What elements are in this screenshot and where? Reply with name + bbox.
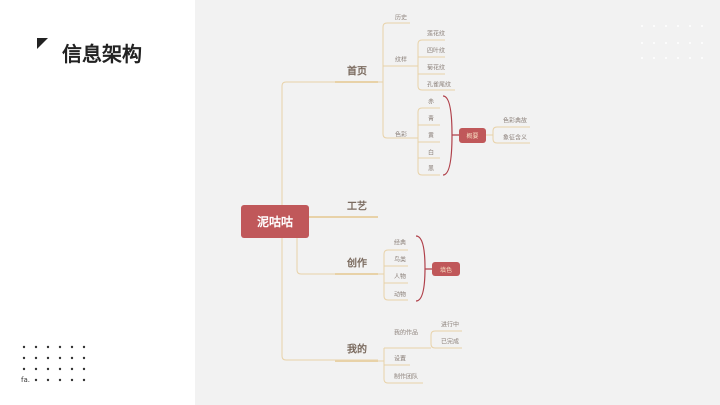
node-fill-color[interactable]: 填色 bbox=[432, 262, 460, 276]
node-mine[interactable]: 我的 bbox=[347, 344, 367, 356]
node-create-item[interactable]: 人物 bbox=[394, 273, 407, 281]
footer-mark: fa. bbox=[21, 376, 30, 384]
decor-dots-bottom bbox=[22, 345, 86, 382]
page-title: 信息架构 bbox=[62, 42, 142, 66]
node-pattern-item[interactable]: 孔雀尾纹 bbox=[427, 81, 452, 89]
node-history[interactable]: 历史 bbox=[395, 14, 408, 22]
node-team[interactable]: 制作团队 bbox=[394, 373, 419, 381]
node-color-item[interactable]: 青 bbox=[428, 115, 435, 123]
node-create-item[interactable]: 动物 bbox=[394, 291, 407, 299]
node-pattern-item[interactable]: 四叶纹 bbox=[427, 47, 446, 55]
node-pattern[interactable]: 纹样 bbox=[395, 56, 408, 64]
decor-dots bbox=[641, 25, 703, 59]
node-craft[interactable]: 工艺 bbox=[347, 201, 367, 213]
node-settings[interactable]: 设置 bbox=[394, 355, 407, 363]
node-color[interactable]: 色彩 bbox=[395, 131, 408, 139]
node-create-item[interactable]: 鸟类 bbox=[394, 256, 407, 264]
node-works-item[interactable]: 进行中 bbox=[441, 321, 460, 329]
node-color-item[interactable]: 白 bbox=[428, 149, 435, 157]
node-color-item[interactable]: 黑 bbox=[428, 165, 435, 173]
node-create[interactable]: 创作 bbox=[347, 258, 367, 270]
node-pattern-item[interactable]: 莲花纹 bbox=[427, 30, 446, 38]
node-summary-item[interactable]: 象征含义 bbox=[503, 134, 528, 142]
node-summary[interactable]: 概要 bbox=[459, 128, 486, 143]
node-color-item[interactable]: 赤 bbox=[428, 98, 435, 106]
node-home[interactable]: 首页 bbox=[347, 66, 367, 78]
node-my-works[interactable]: 我的作品 bbox=[394, 329, 419, 337]
node-works-item[interactable]: 已完成 bbox=[441, 338, 460, 346]
node-color-item[interactable]: 黄 bbox=[428, 132, 435, 140]
node-pattern-item[interactable]: 菊花纹 bbox=[427, 64, 446, 72]
node-create-item[interactable]: 经典 bbox=[394, 239, 407, 247]
title-corner-icon bbox=[37, 38, 48, 49]
root-node[interactable]: 泥咕咕 bbox=[241, 205, 309, 238]
node-summary-item[interactable]: 色彩典故 bbox=[503, 117, 528, 125]
